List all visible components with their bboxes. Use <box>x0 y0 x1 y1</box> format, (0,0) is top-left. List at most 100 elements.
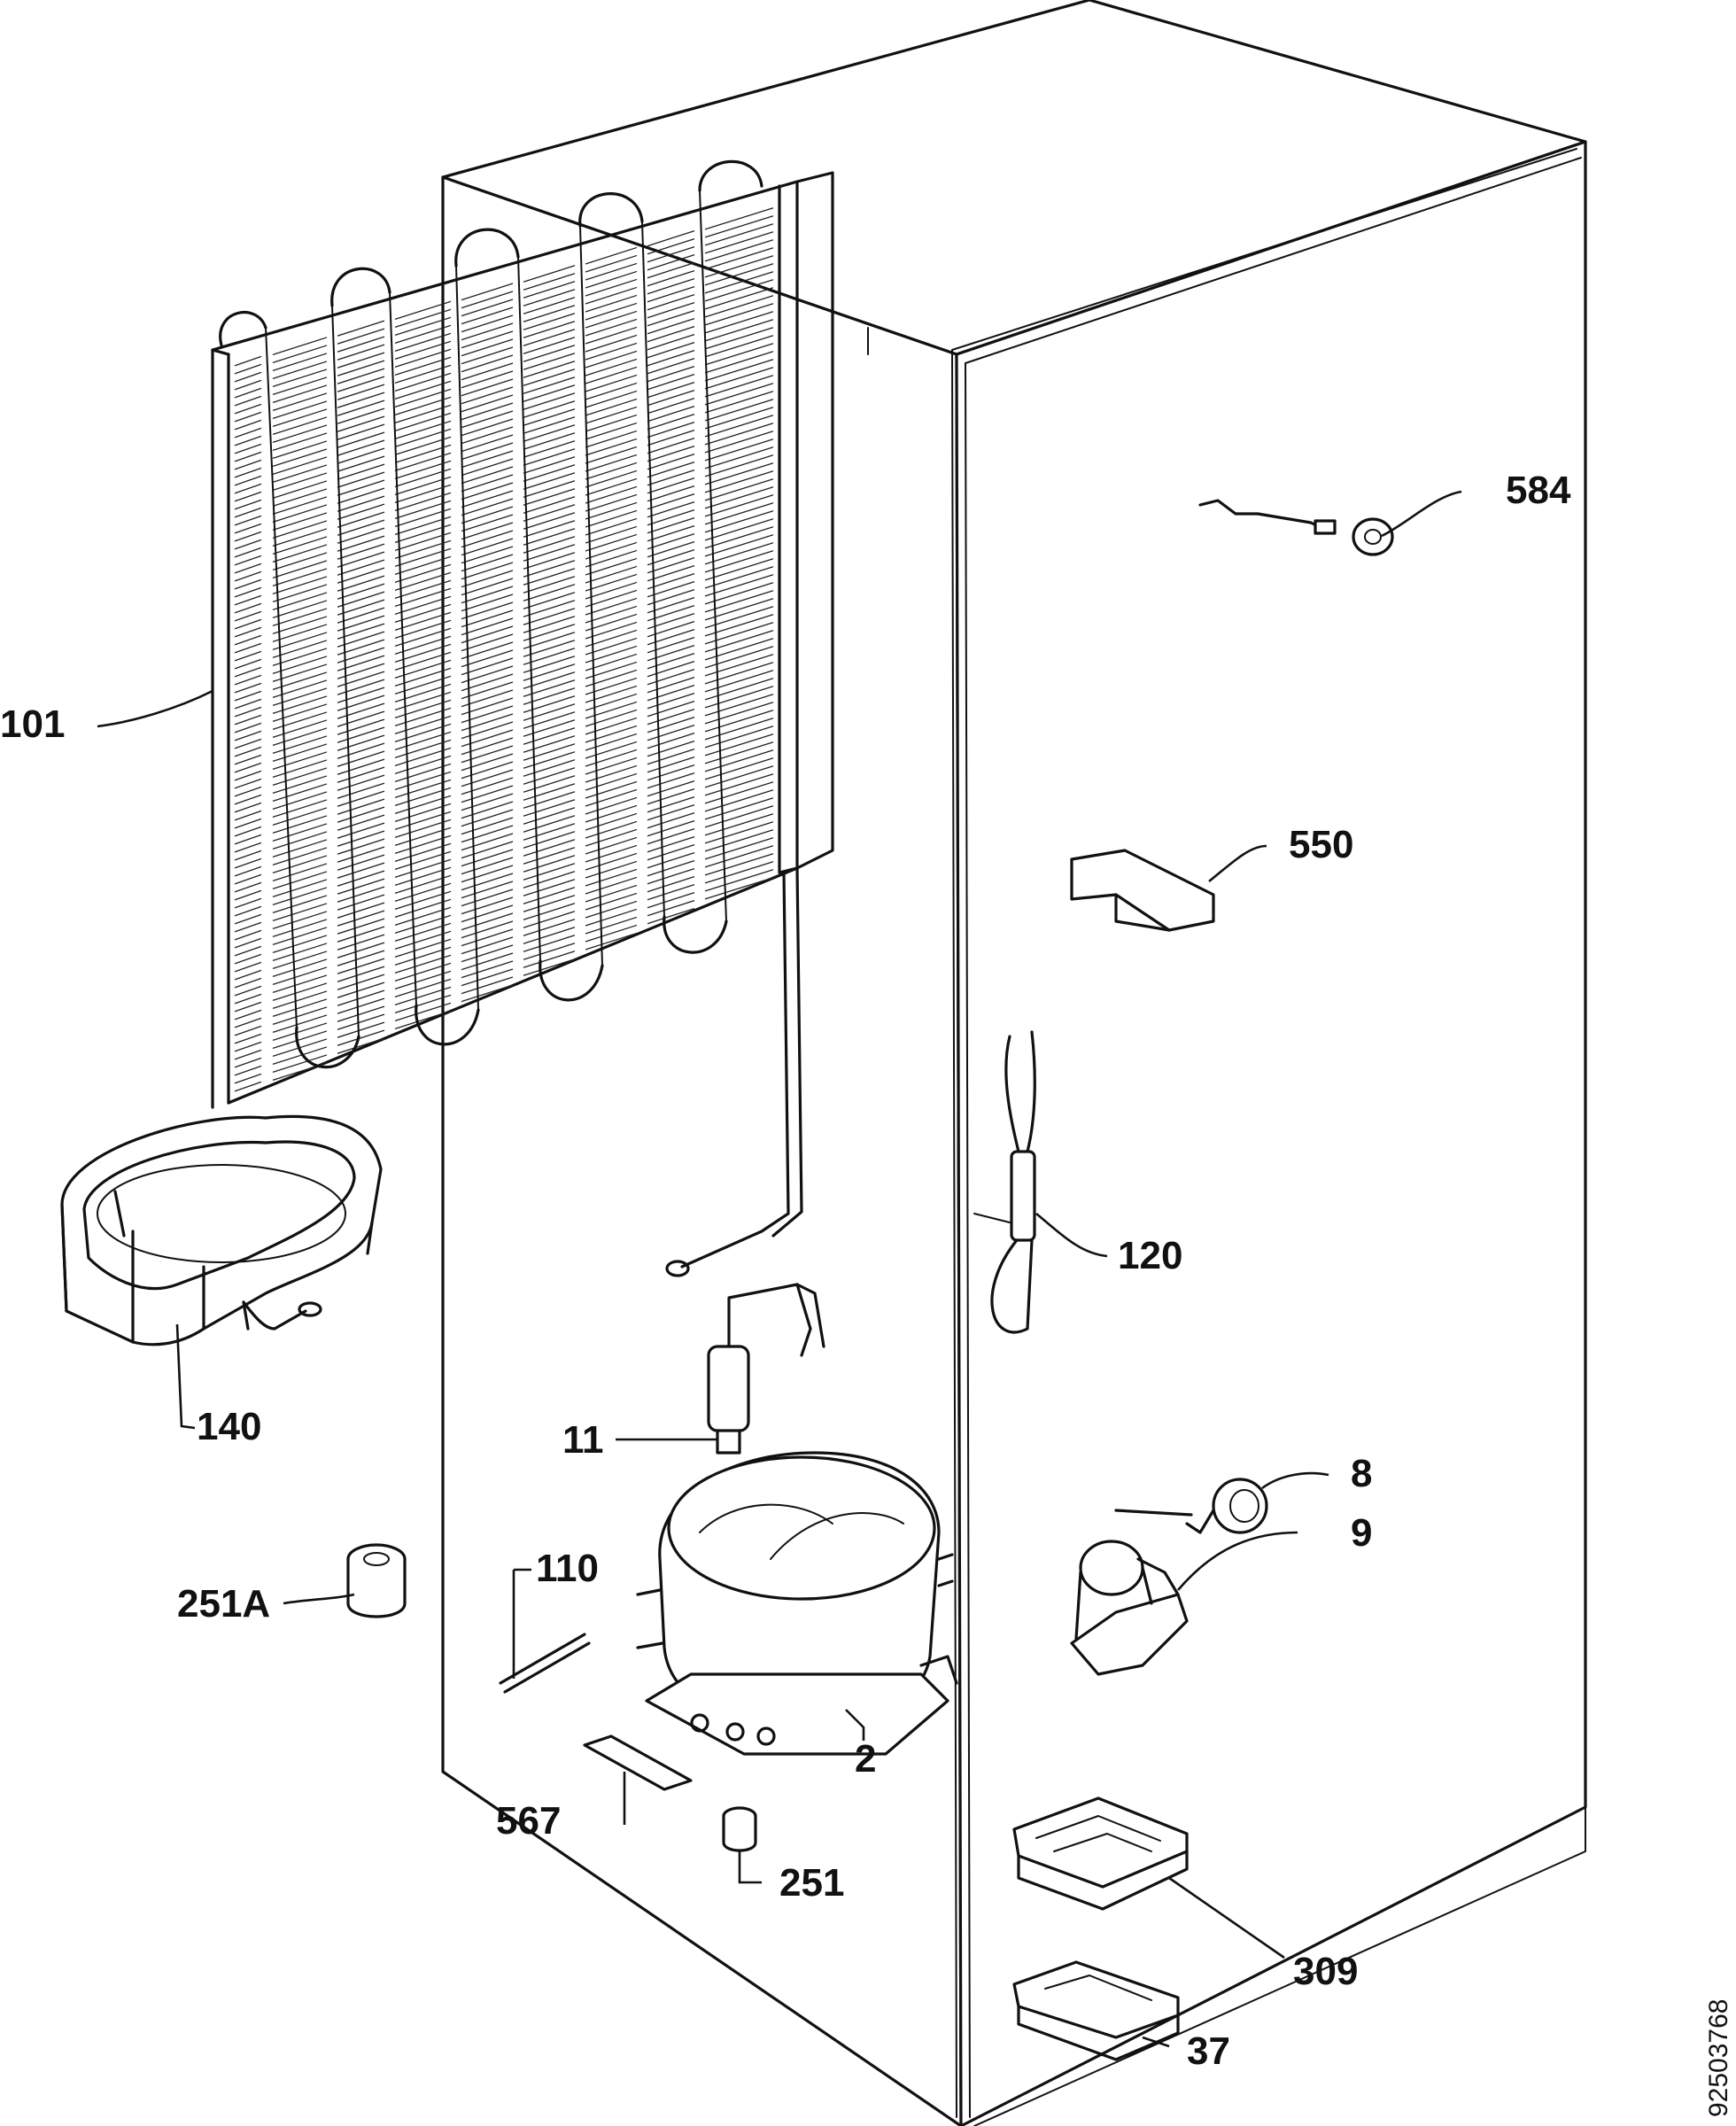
condenser-fins <box>234 207 774 1092</box>
fin-line <box>234 491 262 502</box>
fin-line <box>394 300 452 320</box>
fin-line <box>461 466 514 485</box>
fin-line <box>272 711 328 730</box>
fin-line <box>461 402 514 421</box>
fin-line <box>272 943 328 961</box>
fin-line <box>234 993 262 1005</box>
fin-line <box>394 579 452 599</box>
fin-line <box>704 718 774 741</box>
fin-line <box>647 381 695 399</box>
fin-line <box>337 750 385 767</box>
fin-line <box>272 560 328 578</box>
fin-line <box>337 687 385 703</box>
fin-line <box>337 854 385 871</box>
fin-line <box>647 588 695 606</box>
fin-line <box>704 239 774 262</box>
fin-line <box>523 656 576 673</box>
fin-line <box>523 584 576 601</box>
fin-line <box>523 863 576 881</box>
fin-line <box>461 386 514 405</box>
fin-line <box>647 461 695 478</box>
fin-line <box>523 448 576 466</box>
fin-line <box>704 462 774 485</box>
fin-line <box>234 865 262 877</box>
fin-line <box>272 847 328 865</box>
fin-line <box>704 431 774 454</box>
fin-line <box>523 552 576 570</box>
fin-line <box>647 708 695 725</box>
fin-line <box>234 467 262 478</box>
fin-line <box>234 419 262 431</box>
fin-line <box>337 838 385 855</box>
fin-line <box>272 353 328 371</box>
fin-line <box>394 643 452 663</box>
fin-line <box>704 741 774 764</box>
fin-line <box>394 500 452 519</box>
fin-line <box>394 428 452 447</box>
fin-line <box>585 358 638 376</box>
callout-251: 251 <box>779 1861 844 1905</box>
fin-line <box>394 906 452 926</box>
fin-line <box>647 477 695 494</box>
fin-line <box>234 610 262 622</box>
fin-line <box>704 311 774 334</box>
fin-line <box>461 809 514 827</box>
fin-line <box>704 590 774 613</box>
fin-line <box>394 555 452 575</box>
fin-line <box>272 935 328 953</box>
fin-line <box>272 408 328 427</box>
fin-line <box>234 961 262 973</box>
fin-line <box>272 839 328 857</box>
fin-line <box>394 763 452 782</box>
fin-line <box>585 788 638 807</box>
fin-line <box>585 326 638 345</box>
fin-line <box>234 674 262 686</box>
fin-line <box>523 743 576 761</box>
fin-line <box>585 286 638 305</box>
fin-line <box>704 327 774 350</box>
fin-line <box>394 803 452 822</box>
fin-line <box>461 570 514 588</box>
fin-line <box>461 594 514 612</box>
fin-line <box>461 777 514 795</box>
fin-line <box>647 540 695 558</box>
fin-line <box>337 551 385 568</box>
fin-line <box>647 811 695 829</box>
fin-line <box>704 494 774 517</box>
fin-line <box>585 446 638 464</box>
fin-line <box>704 686 774 709</box>
fin-line <box>272 927 328 945</box>
fin-line <box>234 969 262 981</box>
fin-line <box>523 927 576 944</box>
fin-line <box>461 338 514 357</box>
fin-line <box>647 692 695 710</box>
callout-309: 309 <box>1293 1950 1358 1993</box>
drip-tray-140 <box>60 1114 383 1346</box>
fin-line <box>272 528 328 547</box>
fin-line <box>704 359 774 382</box>
fin-line <box>647 516 695 534</box>
fin-line <box>647 819 695 837</box>
fin-line <box>337 384 385 400</box>
fin-line <box>523 321 576 338</box>
control-board-309 <box>1012 1796 1189 1911</box>
fin-line <box>337 997 385 1014</box>
fin-line <box>461 881 514 899</box>
fin-line <box>337 352 385 369</box>
fin-line <box>272 791 328 810</box>
fin-line <box>461 952 514 971</box>
fin-line <box>523 775 576 793</box>
fin-line <box>234 626 262 638</box>
fin-line <box>394 340 452 360</box>
fin-line <box>337 479 385 496</box>
fin-line <box>523 608 576 625</box>
fin-line <box>704 295 774 318</box>
fin-line <box>272 432 328 451</box>
fin-line <box>585 836 638 855</box>
fin-line <box>272 656 328 674</box>
fin-line <box>394 715 452 734</box>
fin-line <box>234 850 262 861</box>
fin-line <box>523 369 576 386</box>
fin-line <box>647 261 695 279</box>
callout-567: 567 <box>496 1799 561 1843</box>
